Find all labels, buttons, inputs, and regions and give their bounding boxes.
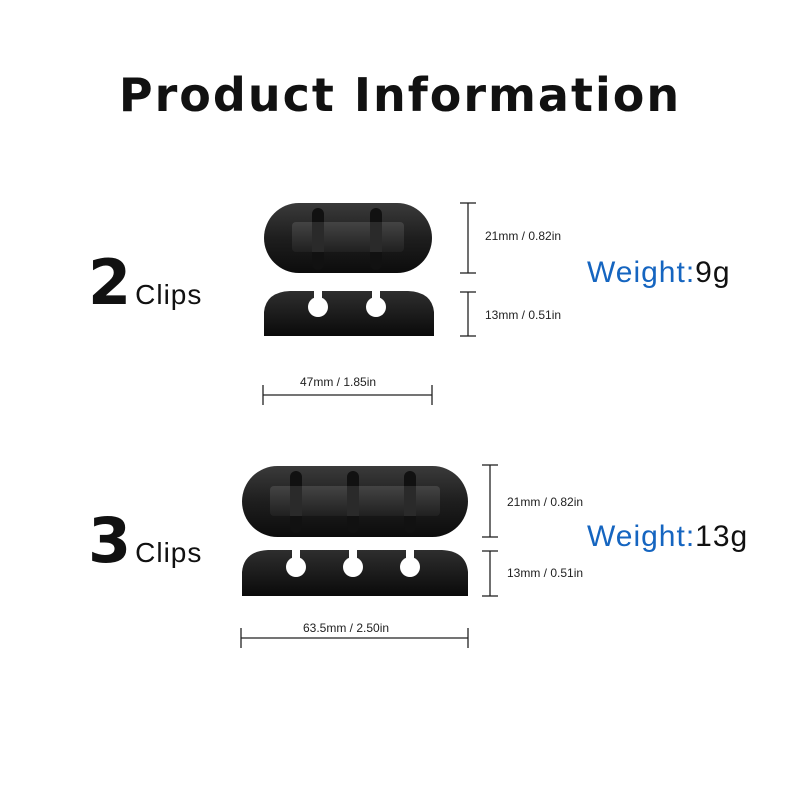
two-clips-weight: Weight:9g [587, 256, 731, 290]
three-clip-dimension-lines [240, 464, 498, 648]
two-clip-side-view [264, 290, 434, 336]
two-clips-height-top: 21mm / 0.82in [485, 229, 562, 243]
weight-label: Weight: [587, 256, 696, 289]
clip-unit: Clips [135, 279, 203, 310]
three-clip-side-view [242, 549, 468, 596]
page-title: Product Information [118, 68, 682, 122]
three-clips-length: 63.5mm / 2.50in [303, 621, 390, 635]
two-clips-length: 47mm / 1.85in [300, 375, 377, 389]
weight-value: 13g [695, 520, 749, 553]
three-clips-height-bottom: 13mm / 0.51in [507, 566, 584, 580]
two-clip-top-view [264, 203, 432, 273]
clip-unit: Clips [135, 537, 203, 568]
weight-value: 9g [695, 256, 731, 289]
two-clip-dimension-lines [262, 202, 476, 405]
three-clips-weight: Weight:13g [587, 520, 748, 554]
three-clip-top-view [242, 466, 468, 537]
two-clips-height-bottom: 13mm / 0.51in [485, 308, 562, 322]
clip-count: 3 [88, 504, 132, 577]
clip-count: 2 [88, 246, 132, 319]
weight-label: Weight: [587, 520, 696, 553]
three-clips-height-top: 21mm / 0.82in [507, 495, 584, 509]
